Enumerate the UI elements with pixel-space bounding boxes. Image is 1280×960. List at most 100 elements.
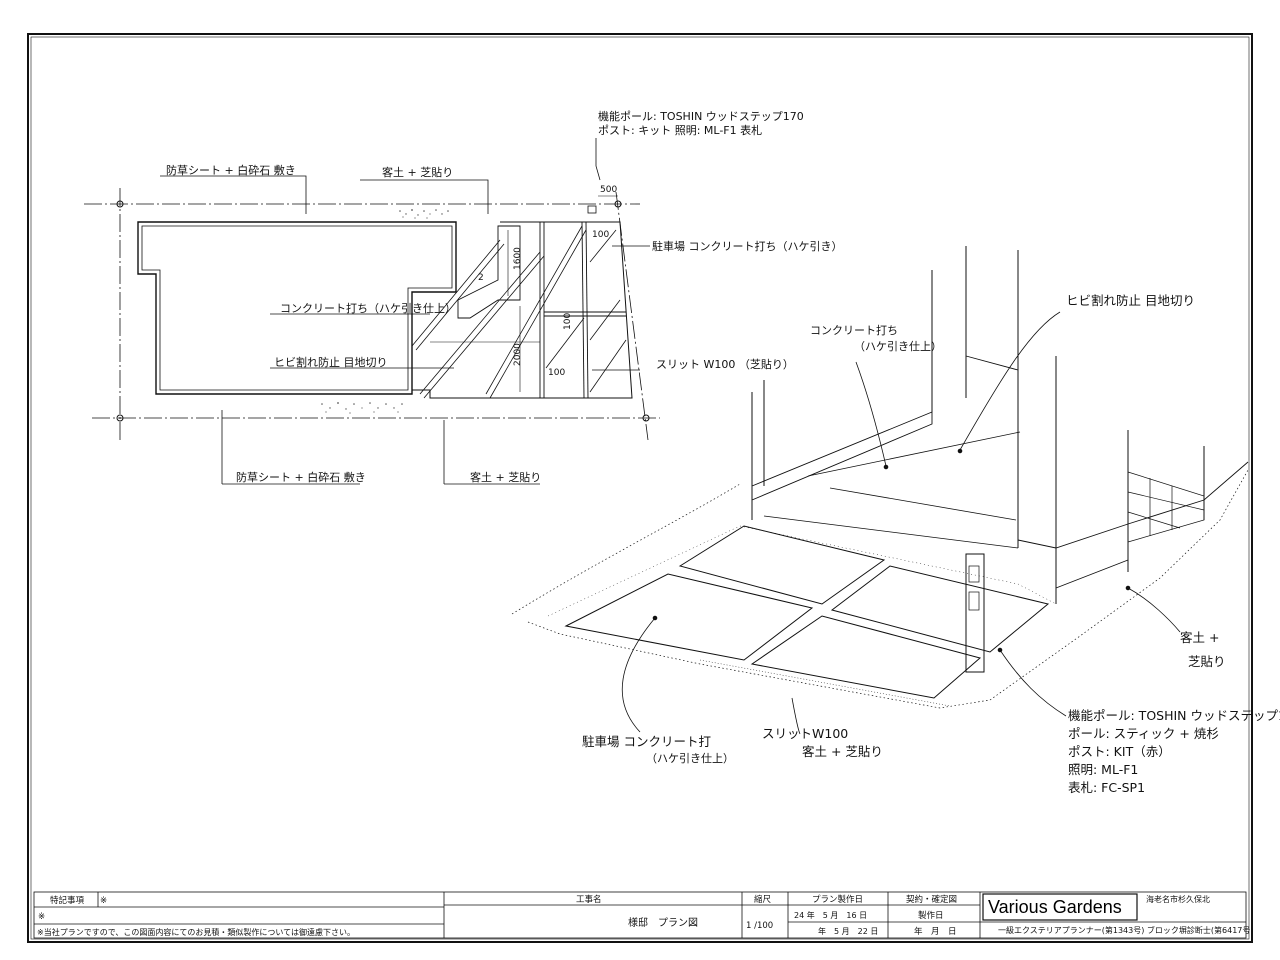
gravel-band-bottom: [321, 402, 403, 414]
pole-post-box: [968, 565, 980, 583]
persp-label-slit-2: 客土 + 芝貼り: [802, 744, 883, 759]
plan-label-pole-line2: ポスト: キット 照明: ML-F1 表札: [598, 123, 762, 137]
concrete-slab: [678, 525, 886, 605]
house-outline-inner: [141, 225, 453, 391]
joint-diagonal: [411, 239, 501, 347]
plan-dim-100-b: 100: [563, 313, 573, 330]
leader-line: [855, 361, 887, 467]
plan-view: [84, 138, 660, 485]
floor-joint: [829, 487, 1017, 521]
tb-disclaimer: ※当社プランですので、この図面内容にてのお見積・類似製作については御遠慮下さい。: [37, 927, 355, 937]
floor-joint: [807, 431, 1021, 477]
grid-node: [116, 414, 124, 422]
pole-spec-line: 照明: ML-F1: [1068, 762, 1138, 777]
persp-label-concrete-2: （ハケ引き仕上）: [854, 339, 942, 353]
house-outline: [137, 221, 457, 395]
pole-marker: [587, 205, 597, 214]
tb-certification: 一級エクステリアプランナー(第1343号) ブロック塀診断士(第6417号): [998, 925, 1254, 935]
title-block: [33, 891, 1247, 939]
leader-line: [959, 311, 1061, 451]
tb-scale-value: 1 /100: [746, 921, 773, 931]
pole-spec-line: 表札: FC-SP1: [1068, 780, 1145, 795]
joint-diagonal: [589, 229, 617, 263]
gravel-band-top: [399, 209, 449, 219]
concrete-slab: [564, 573, 814, 661]
persp-label-parking-1: 駐車場 コンクリート打: [582, 734, 711, 749]
leader-line: [791, 697, 801, 735]
wall-skirting: [751, 411, 933, 501]
joint-diagonal: [415, 243, 505, 351]
joint-diagonal: [589, 299, 621, 341]
plan-label-soil-turf-top: 客土 + 芝貼り: [382, 165, 453, 179]
plan-label-slit: スリット W100 （芝貼り）: [656, 357, 794, 371]
entry-tiles: [1127, 471, 1205, 543]
plan-label-parking: 駐車場 コンクリート打ち（ハケ引き）: [652, 239, 843, 253]
function-pole: [965, 553, 985, 673]
turf-border: [511, 483, 741, 615]
floor-joint: [763, 515, 1019, 549]
slit-line: [585, 221, 589, 399]
leader-line: [360, 179, 489, 214]
persp-label-soil-turf-2: 芝貼り: [1188, 654, 1226, 669]
persp-label-soil-turf-1: 客土 +: [1180, 630, 1219, 645]
persp-label-slit-1: スリットW100: [762, 726, 848, 741]
building-base-2: [1055, 559, 1129, 589]
tb-special-mark: ※: [100, 896, 107, 906]
tb-special-notes-label: 特記事項: [50, 895, 85, 906]
leader-line: [621, 617, 656, 733]
tb-scale-label: 縮尺: [754, 894, 772, 905]
grid-node: [614, 200, 622, 208]
joint-diagonal: [545, 317, 585, 369]
leader-dot: [997, 647, 1003, 653]
leader-dot: [883, 464, 889, 470]
tb-address: 海老名市杉久保北: [1146, 894, 1210, 904]
tb-company-name: Various Gardens: [988, 897, 1122, 917]
tb-project-name: 様邸 プラン図: [628, 916, 698, 929]
leader-line: [595, 138, 601, 181]
leader-line: [1127, 587, 1181, 633]
tb-plan-date-label: プラン製作日: [812, 894, 863, 905]
leader-dot: [652, 615, 658, 621]
tb-made-date-value: 年 月 日: [914, 926, 957, 937]
plan-label-concrete: コンクリート打ち（ハケ引き仕上）: [280, 301, 456, 315]
grid-line-right: [615, 191, 649, 441]
concrete-slab: [750, 615, 982, 699]
tb-plan-date-2: 年 5 月 22 日: [818, 926, 878, 936]
grid-node: [116, 200, 124, 208]
plan-label-soil-turf-bottom: 客土 + 芝貼り: [470, 470, 541, 484]
building-base: [1017, 461, 1249, 549]
tb-plan-date-1: 24 年 5 月 16 日: [794, 910, 867, 920]
plan-label-weed-sheet-top: 防草シート + 白砕石 敷き: [166, 163, 296, 177]
wall-skirting-right: [965, 355, 1019, 371]
tb-made-date-label: 製作日: [918, 910, 944, 921]
joint-diagonal: [485, 225, 583, 395]
plan-dim-100-c: 100: [548, 368, 565, 378]
slit-line: [581, 221, 585, 399]
plan-label-weed-sheet-bottom: 防草シート + 白砕石 敷き: [236, 470, 366, 484]
sheet-border: [27, 33, 1253, 943]
pole-spec-line: 機能ポール: TOSHIN ウッドステップ170: [1068, 708, 1280, 723]
concrete-slab: [830, 565, 1050, 653]
leader-dot: [957, 448, 963, 454]
persp-pole-spec: 機能ポール: TOSHIN ウッドステップ170 ポール: スティック + 焼杉…: [1068, 708, 1280, 795]
leader-line: [160, 175, 307, 214]
plan-label-crack-joint: ヒビ割れ防止 目地切り: [274, 355, 388, 369]
plan-label-pole-line1: 機能ポール: TOSHIN ウッドステップ170: [598, 109, 804, 123]
persp-label-crack-joint: ヒビ割れ防止 目地切り: [1066, 293, 1195, 308]
persp-label-parking-2: （ハケ引き仕上）: [646, 751, 734, 765]
plan-slope-mark: 2: [478, 273, 484, 283]
tb-row2-mark: ※: [38, 912, 45, 922]
pole-light: [968, 591, 980, 611]
plan-dim-500: 500: [600, 185, 617, 195]
turf-border: [699, 659, 951, 707]
plan-dim-100-a: 100: [592, 230, 609, 240]
joint-diagonal: [589, 339, 627, 393]
joint-diagonal: [419, 251, 541, 395]
parking-outline: [412, 221, 633, 399]
perspective-view: [511, 246, 1249, 735]
persp-label-concrete-1: コンクリート打ち: [810, 323, 898, 337]
pole-spec-line: ポスト: KIT（赤）: [1068, 744, 1171, 759]
turf-border: [527, 469, 1249, 709]
joint-diagonal: [489, 229, 587, 399]
